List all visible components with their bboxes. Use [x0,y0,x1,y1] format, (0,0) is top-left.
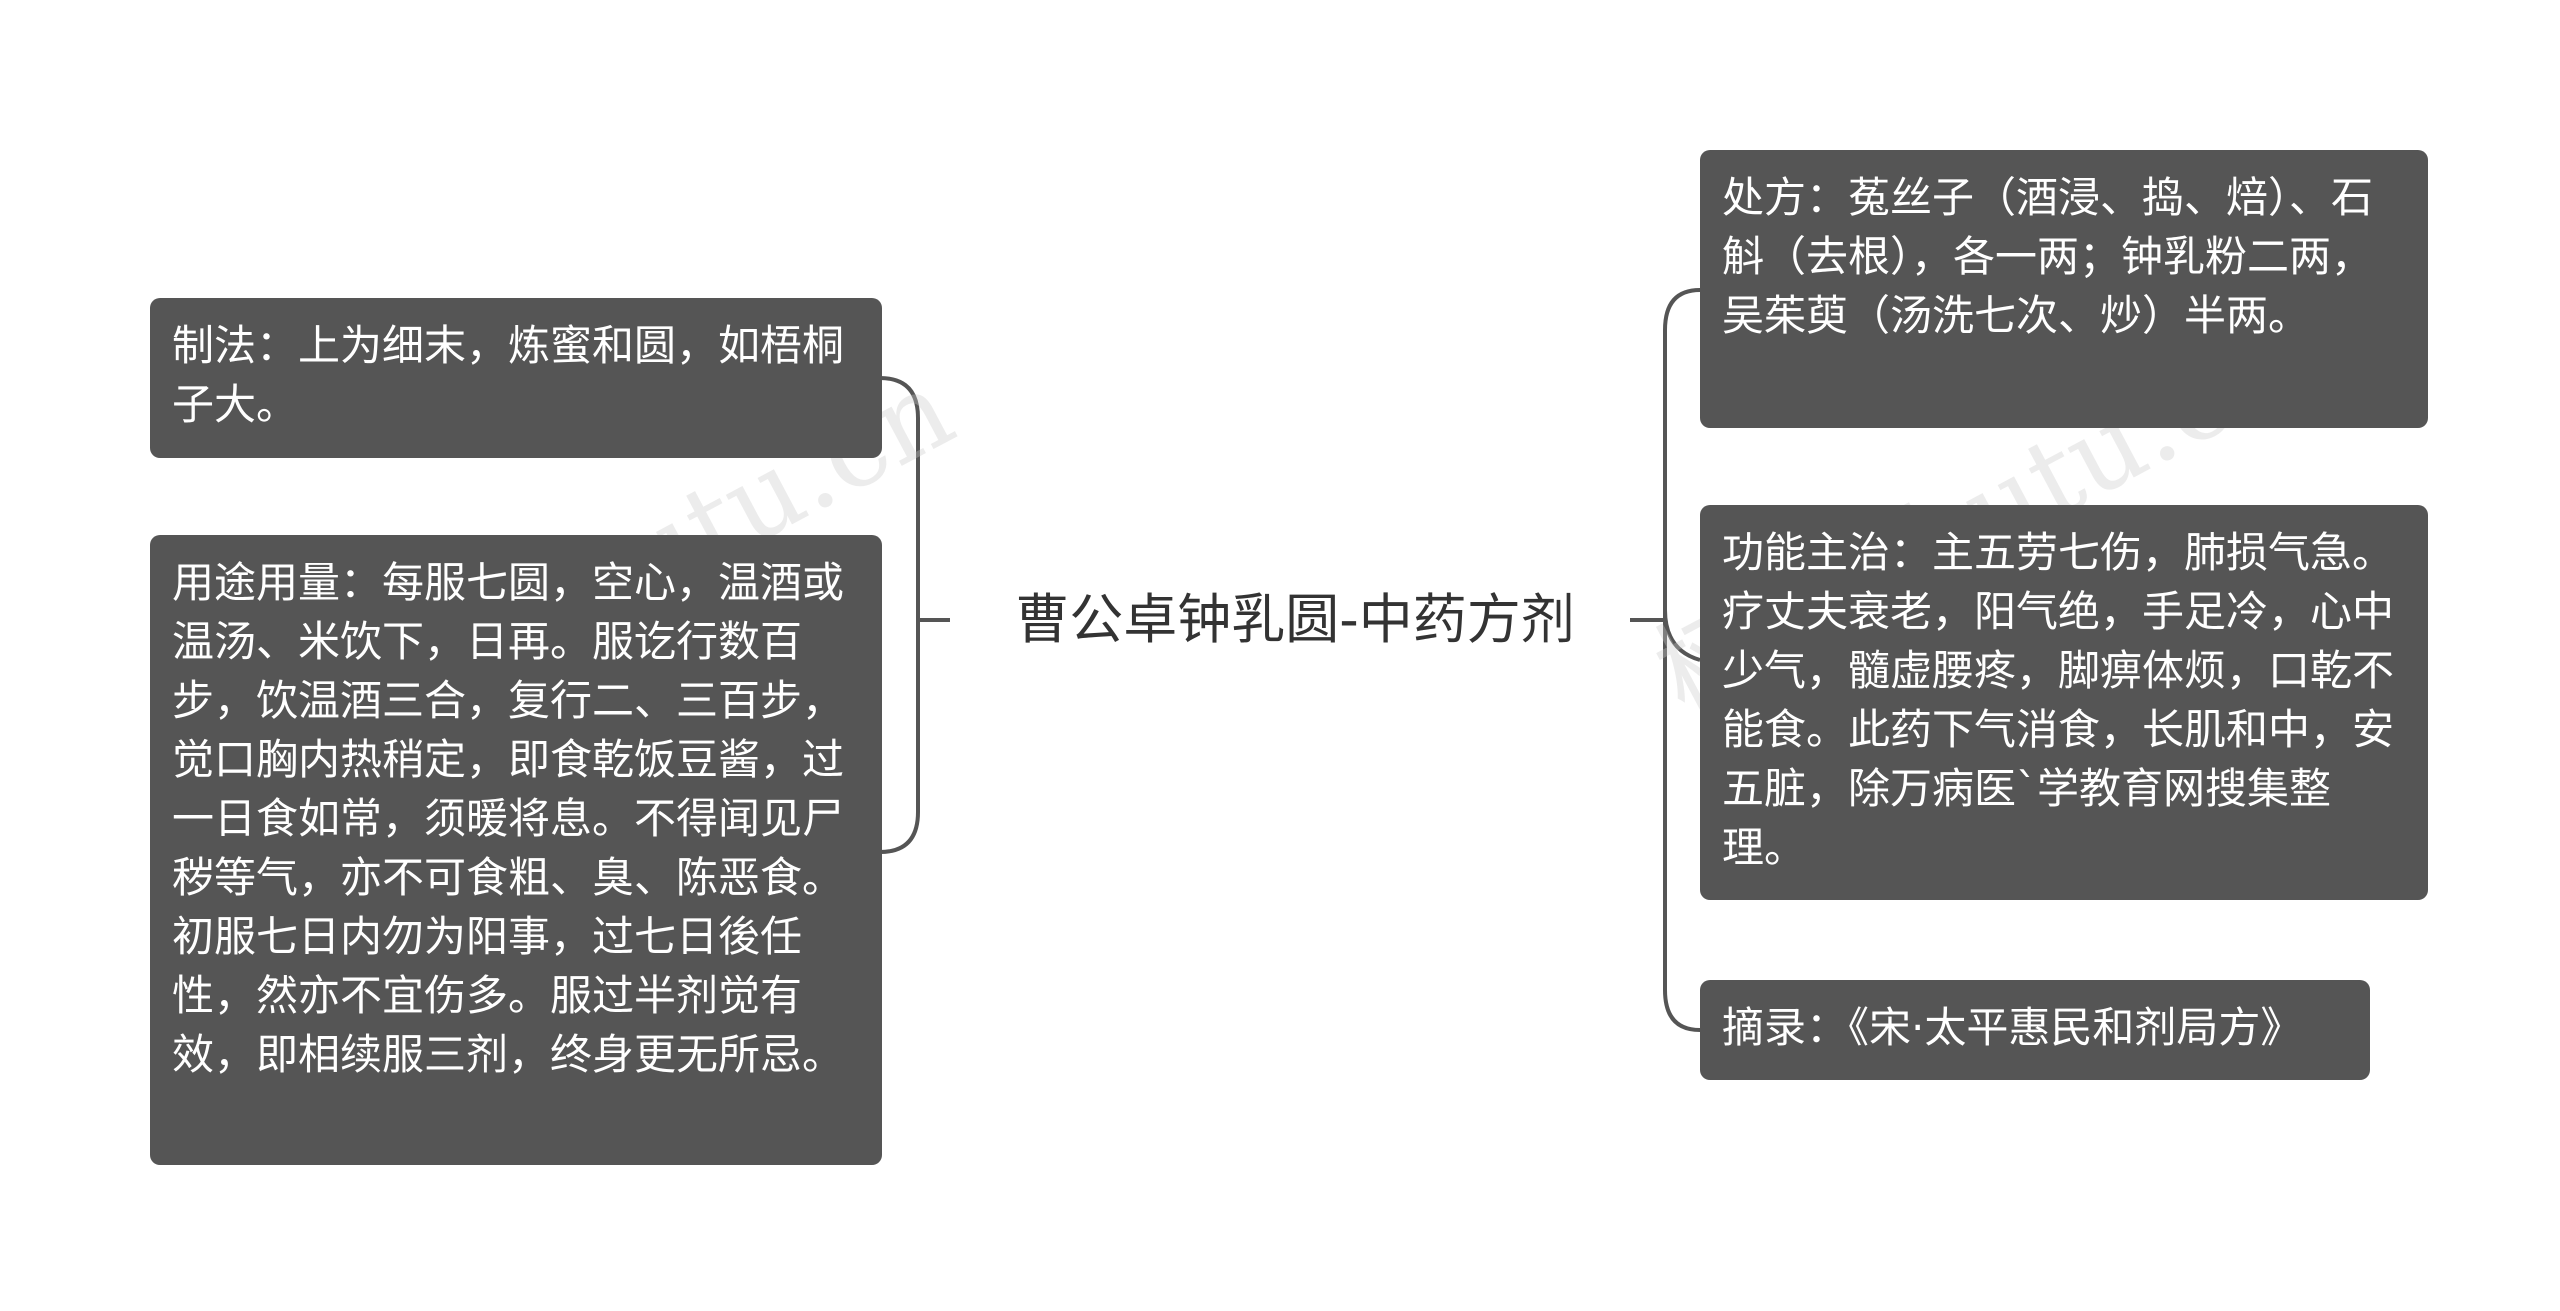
connector-left-bracket [879,376,920,854]
node-zhifa[interactable]: 制法：上为细末，炼蜜和圆，如梧桐子大。 [150,298,882,458]
node-yongtu[interactable]: 用途用量：每服七圆，空心，温酒或温汤、米饮下，日再。服讫行数百步，饮温酒三合，复… [150,535,882,1165]
connector-right-bracket [1663,288,1701,1032]
center-topic[interactable]: 曹公卓钟乳圆-中药方剂 [975,580,1615,660]
connector-right-middle [1663,609,1701,662]
node-zhailu[interactable]: 摘录：《宋·太平惠民和剂局方》 [1700,980,2370,1080]
node-zhifa-text: 制法：上为细末，炼蜜和圆，如梧桐子大。 [172,321,845,429]
node-yongtu-text: 用途用量：每服七圆，空心，温酒或温汤、米饮下，日再。服讫行数百步，饮温酒三合，复… [172,558,845,1079]
node-gongneng[interactable]: 功能主治：主五劳七伤，肺损气急。疗丈夫衰老，阳气绝，手足冷，心中少气，髓虚腰疼，… [1700,505,2428,900]
node-chufang[interactable]: 处方：菟丝子（酒浸、捣、焙）、石斛（去根），各一两；钟乳粉二两，吴茱萸（汤洗七次… [1700,150,2428,428]
node-gongneng-text: 功能主治：主五劳七伤，肺损气急。疗丈夫衰老，阳气绝，手足冷，心中少气，髓虚腰疼，… [1722,528,2395,872]
node-chufang-text: 处方：菟丝子（酒浸、捣、焙）、石斛（去根），各一两；钟乳粉二两，吴茱萸（汤洗七次… [1722,173,2374,340]
center-topic-label: 曹公卓钟乳圆-中药方剂 [1015,588,1575,651]
node-zhailu-text: 摘录：《宋·太平惠民和剂局方》 [1722,1003,2303,1052]
